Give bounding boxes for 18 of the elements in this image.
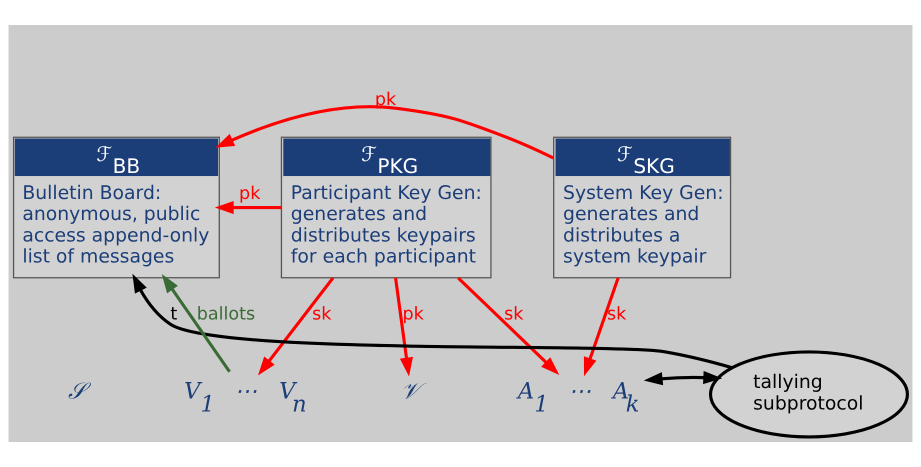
edge-label: pk (374, 90, 396, 110)
edge-label: pk (402, 304, 424, 324)
arrow (215, 105, 554, 160)
edge-label: pk (239, 184, 260, 204)
arrow (584, 277, 620, 376)
arrow (644, 370, 722, 386)
edge-label: t (170, 304, 178, 324)
edge-label: sk (312, 304, 332, 324)
edge-label: ballots (196, 304, 256, 324)
arrow (258, 277, 334, 376)
node-ellipse: tallying subprotocol (708, 350, 909, 438)
arrow (214, 200, 282, 214)
arrow (394, 278, 413, 376)
edge-label: sk (606, 304, 626, 324)
arrow (162, 274, 231, 373)
arrow (457, 276, 560, 376)
edge-label: sk (504, 304, 524, 324)
arrow (132, 274, 733, 370)
